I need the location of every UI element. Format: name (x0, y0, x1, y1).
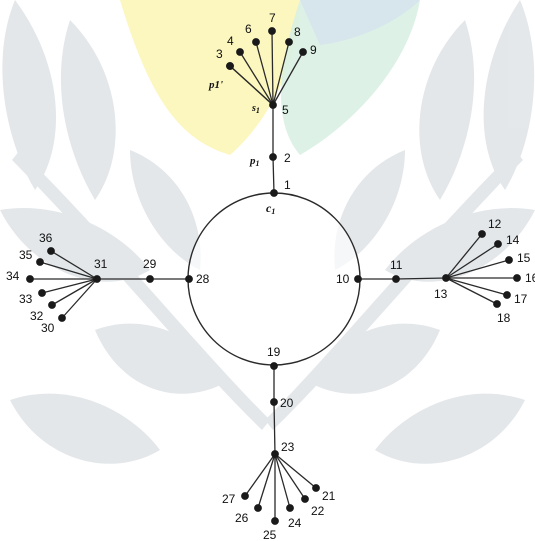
watermark-leaf (375, 394, 525, 464)
vertex-25 (272, 518, 279, 525)
vertex-label-20: 20 (280, 396, 294, 410)
vertex-label-21: 21 (322, 489, 336, 503)
edge-31-33 (42, 279, 97, 293)
watermark-leaf (61, 20, 116, 200)
vertex-label-30: 30 (41, 321, 55, 335)
vertex-label-16: 16 (525, 271, 535, 285)
vertex-label-10: 10 (336, 272, 350, 286)
vertex-label-3: 3 (216, 47, 223, 61)
vertex-label-9: 9 (310, 43, 317, 57)
vertex-15 (506, 257, 513, 264)
vertex-label-28: 28 (196, 272, 210, 286)
vertex-label-1: 1 (284, 178, 291, 192)
vertex-6 (253, 39, 260, 46)
vertex-4 (237, 49, 244, 56)
watermark-leaf (419, 20, 474, 200)
vertex-14 (495, 241, 502, 248)
edge-13-18 (446, 278, 497, 304)
vertex-24 (287, 505, 294, 512)
vertex-label-24: 24 (288, 516, 302, 530)
vertex-label-12: 12 (488, 217, 502, 231)
vertex-21 (313, 485, 320, 492)
vertex-label-33: 33 (19, 292, 33, 306)
edge-23-27 (245, 454, 275, 496)
vertex-label-34: 34 (6, 269, 20, 283)
edge-23-24 (275, 454, 290, 508)
vertex-11 (393, 276, 400, 283)
vertex-13 (443, 275, 450, 282)
cycle-c1 (188, 193, 360, 365)
vertex-19 (271, 363, 278, 370)
vertex-35 (37, 259, 44, 266)
vertex-1 (271, 190, 278, 197)
vertex-label-26: 26 (235, 511, 249, 525)
vertex-33 (39, 290, 46, 297)
vertex-26 (255, 505, 262, 512)
vertex-32 (49, 302, 56, 309)
vertex-label-8: 8 (294, 25, 301, 39)
vertex-18 (494, 301, 501, 308)
vertex-label-22: 22 (311, 504, 325, 518)
vertex-label-15: 15 (517, 251, 531, 265)
vertex-16 (514, 275, 521, 282)
vertex-label-6: 6 (245, 22, 252, 36)
vertex-label-29: 29 (143, 257, 157, 271)
edge-20-23 (274, 402, 275, 454)
vertex-22 (302, 496, 309, 503)
vertex-20 (271, 399, 278, 406)
vertex-label-32: 32 (30, 309, 44, 323)
vertex-label-25: 25 (263, 528, 277, 541)
vertex-label-11: 11 (390, 258, 403, 272)
watermark-leaf (10, 394, 160, 464)
vertex-31 (94, 276, 101, 283)
vertex-label-27: 27 (222, 492, 236, 506)
watermark-leaf (130, 150, 201, 270)
vertex-p1p (227, 63, 234, 70)
vertex-label-23: 23 (281, 440, 295, 454)
vertex-28 (186, 276, 193, 283)
edge-23-22 (275, 454, 305, 499)
vertex-label-7: 7 (269, 11, 276, 25)
vertex-17 (504, 292, 511, 299)
vertex-label-36: 36 (39, 231, 53, 245)
edge-1-2 (273, 157, 274, 193)
vertex-29 (147, 276, 154, 283)
vertex-30 (59, 315, 66, 322)
edge-13-17 (446, 278, 507, 295)
vertex-9 (300, 49, 307, 56)
vertex-8 (286, 39, 293, 46)
vertex-2 (270, 154, 277, 161)
vertex-label-13: 13 (434, 287, 448, 301)
vertex-34 (27, 276, 34, 283)
edge-23-21 (275, 454, 316, 488)
vertex-label-5: 5 (282, 103, 289, 117)
edge-31-32 (52, 279, 97, 305)
vertex-label-31: 31 (94, 257, 108, 271)
vertex-10 (355, 276, 362, 283)
vertex-label-17: 17 (514, 292, 528, 306)
vertex-7 (269, 28, 276, 35)
vertex-label-35: 35 (19, 248, 33, 262)
vertex-27 (242, 493, 249, 500)
label-p1-prime: p1' (208, 79, 223, 91)
vertex-label-14: 14 (506, 233, 520, 247)
vertex-36 (48, 248, 55, 255)
vertex-label-18: 18 (497, 311, 511, 325)
edge-31-30 (62, 279, 97, 318)
vertex-23 (272, 451, 279, 458)
vertex-label-4: 4 (227, 34, 234, 48)
vertex-label-2: 2 (284, 151, 291, 165)
vertex-5 (270, 102, 277, 109)
vertex-12 (479, 231, 486, 238)
vertex-label-19: 19 (267, 345, 281, 359)
edge-23-26 (258, 454, 275, 508)
label-p1: p1 (249, 155, 260, 168)
